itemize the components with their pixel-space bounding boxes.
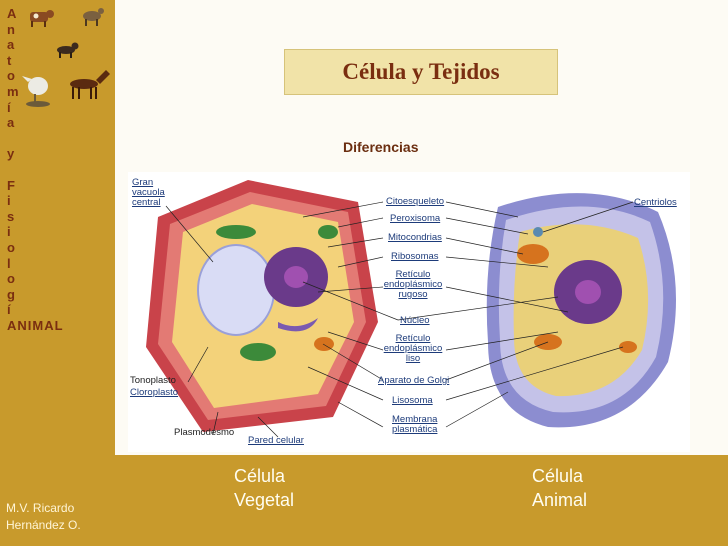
label-membrana: Membrana plasmática (392, 415, 437, 435)
vertical-letter: o (7, 68, 107, 84)
vertical-letter: o (7, 240, 107, 256)
vertical-letter: a (7, 37, 107, 53)
slide-title: Célula y Tejidos (342, 59, 499, 85)
slide-title-box: Célula y Tejidos (284, 49, 558, 95)
label-line: rugoso (382, 290, 444, 300)
caption-line: Vegetal (234, 488, 294, 512)
label-reticulo-rugoso: Retículo endoplásmico rugoso (382, 270, 444, 300)
label-cloroplasto: Cloroplasto (130, 388, 178, 398)
vertical-letter: F (7, 178, 107, 194)
vertical-course-title: A n a t o m í a y F i s i o l o g í ANIM… (7, 6, 107, 333)
label-tonoplasto: Tonoplasto (130, 376, 176, 386)
label-aparato-golgi: Aparato de Golgi (378, 376, 449, 386)
caption-band (115, 455, 728, 546)
vertical-letter: í (7, 302, 107, 318)
label-line: plasmática (392, 425, 437, 435)
credit-line: M.V. Ricardo (6, 500, 81, 517)
label-peroxisoma: Peroxisoma (390, 214, 440, 224)
animal-cell-illustration (487, 193, 676, 427)
plant-cell-illustration (146, 180, 378, 432)
label-line: central (132, 198, 165, 208)
label-gran-vacuola: Gran vacuola central (132, 178, 165, 208)
vertical-word-animal: ANIMAL (7, 318, 107, 334)
vertical-letter (7, 162, 107, 178)
caption-line: Célula (532, 464, 587, 488)
author-credit: M.V. Ricardo Hernández O. (6, 500, 81, 534)
caption-animal: Célula Animal (532, 464, 587, 512)
vertical-letter: m (7, 84, 107, 100)
caption-line: Célula (234, 464, 294, 488)
label-centriolos: Centriolos (634, 198, 677, 208)
vertical-letter: o (7, 271, 107, 287)
slide-subtitle: Diferencias (343, 139, 418, 155)
label-line: liso (382, 354, 444, 364)
vertical-letter: i (7, 193, 107, 209)
caption-vegetal: Célula Vegetal (234, 464, 294, 512)
label-mitocondrias: Mitocondrias (388, 233, 442, 243)
label-lisosoma: Lisosoma (392, 396, 433, 406)
label-ribosomas: Ribosomas (391, 252, 439, 262)
vertical-letter: í (7, 100, 107, 116)
vertical-letter: t (7, 53, 107, 69)
cell-comparison-figure: Gran vacuola central Citoesqueleto Perox… (128, 172, 690, 452)
vertical-letter (7, 131, 107, 147)
vertical-letter: i (7, 224, 107, 240)
vertical-letter: y (7, 146, 107, 162)
label-reticulo-liso: Retículo endoplásmico liso (382, 334, 444, 364)
credit-line: Hernández O. (6, 517, 81, 534)
vertical-letter: A (7, 6, 107, 22)
label-citoesqueleto: Citoesqueleto (386, 197, 444, 207)
vertical-letter: n (7, 22, 107, 38)
label-plasmodesmo: Plasmodesmo (174, 428, 234, 438)
label-pared-celular: Pared celular (248, 436, 304, 446)
vertical-letter: s (7, 209, 107, 225)
label-nucleo: Núcleo (400, 316, 430, 326)
sidebar: A n a t o m í a y F i s i o l o g í ANIM… (0, 0, 115, 546)
vertical-letter: g (7, 287, 107, 303)
caption-line: Animal (532, 488, 587, 512)
vertical-letter: l (7, 256, 107, 272)
vertical-letter: a (7, 115, 107, 131)
